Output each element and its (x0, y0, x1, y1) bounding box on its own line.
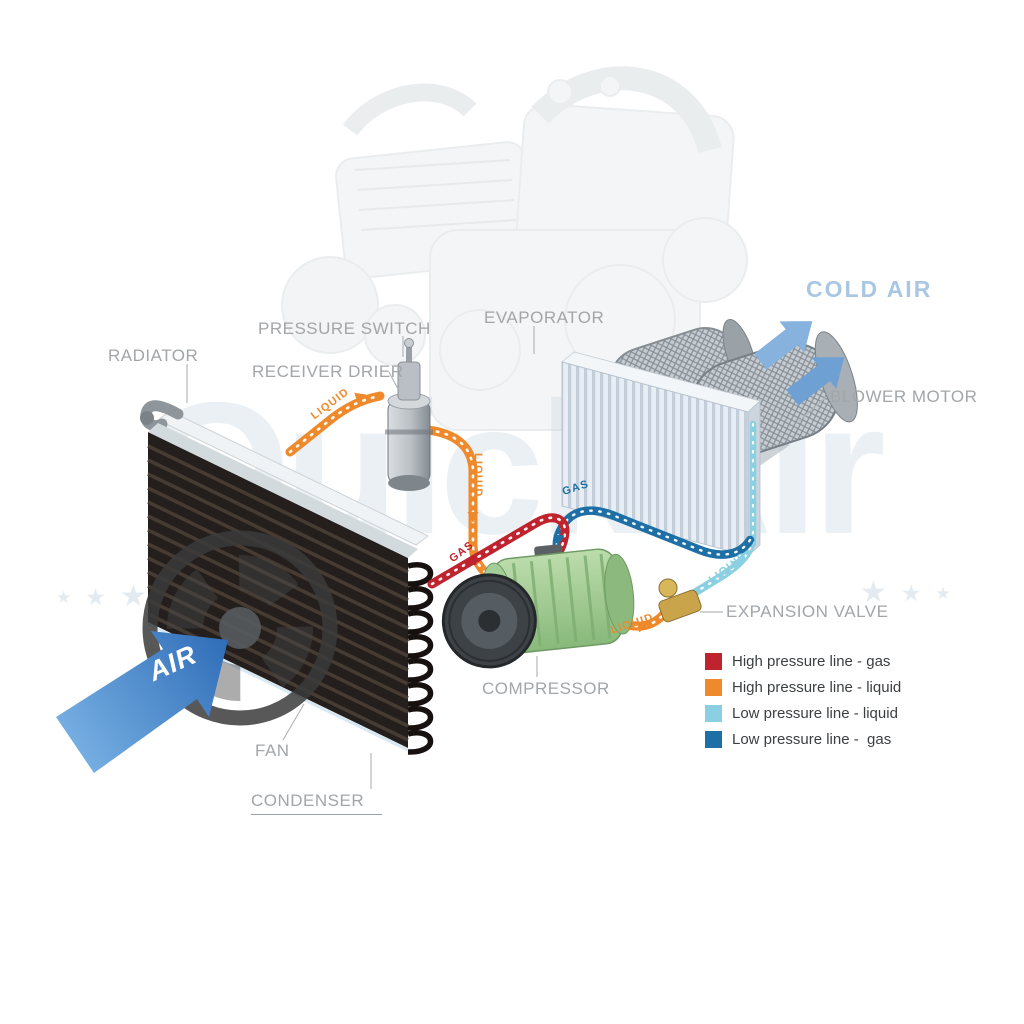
watermark-stars-right: ★ ★ ★ (860, 578, 951, 608)
pipe-flow-arrows (354, 392, 744, 633)
legend-swatch-high-pressure-gas (705, 653, 722, 670)
legend-item-high-pressure-liquid: High pressure line - liquid (705, 679, 901, 696)
radiator-graphic (140, 400, 429, 546)
watermark-star: ★ (935, 583, 951, 603)
label-condenser: CONDENSER (251, 791, 383, 815)
legend-label: High pressure line - gas (732, 653, 891, 670)
label-pressure-switch: PRESSURE SWITCH (258, 319, 431, 338)
label-compressor: COMPRESSOR (482, 679, 610, 698)
legend-item-low-pressure-liquid: Low pressure line - liquid (705, 705, 898, 722)
label-expansion-valve: EXPANSION VALVE (726, 602, 889, 621)
watermark-star: ★ (56, 587, 72, 607)
legend-label: Low pressure line - liquid (732, 705, 898, 722)
fan-graphic (142, 530, 338, 726)
cold-air-arrows-icon (754, 321, 845, 406)
watermark-star: ★ (860, 576, 887, 609)
compressor-graphic (441, 544, 635, 669)
label-radiator: RADIATOR (108, 346, 199, 365)
label-evaporator: EVAPORATOR (484, 308, 605, 327)
legend-item-high-pressure-gas: High pressure line - gas (705, 653, 890, 670)
condenser-graphic (147, 423, 434, 755)
air-flow-arrow-icon (56, 631, 228, 773)
legend-label: Low pressure line - gas (732, 731, 892, 748)
watermark-stars-left: ★ ★ ★ (56, 582, 147, 612)
pipe-label-liquid-drier-down: LIQUID (472, 453, 484, 498)
pressure-switch-graphic (397, 338, 421, 401)
leader-lines (186, 326, 827, 789)
legend-swatch-low-pressure-gas (705, 731, 722, 748)
legend-swatch-low-pressure-liquid (705, 705, 722, 722)
expansion-valve-graphic (658, 578, 702, 623)
legend-label: High pressure line - liquid (732, 679, 902, 696)
label-blower-motor: BLOWER MOTOR (830, 387, 978, 406)
watermark-star: ★ (119, 580, 147, 613)
pipe-high-pressure-gas (427, 513, 570, 589)
legend-swatch-high-pressure-liquid (705, 679, 722, 696)
label-receiver-drier: RECEIVER DRIER (252, 362, 404, 381)
legend-item-low-pressure-gas: Low pressure line - gas (705, 731, 891, 748)
label-fan: FAN (255, 741, 290, 760)
watermark-star: ★ (900, 579, 922, 606)
receiver-drier-graphic (385, 392, 433, 491)
label-cold-air: COLD AIR (806, 276, 933, 302)
watermark-star: ★ (85, 583, 106, 610)
